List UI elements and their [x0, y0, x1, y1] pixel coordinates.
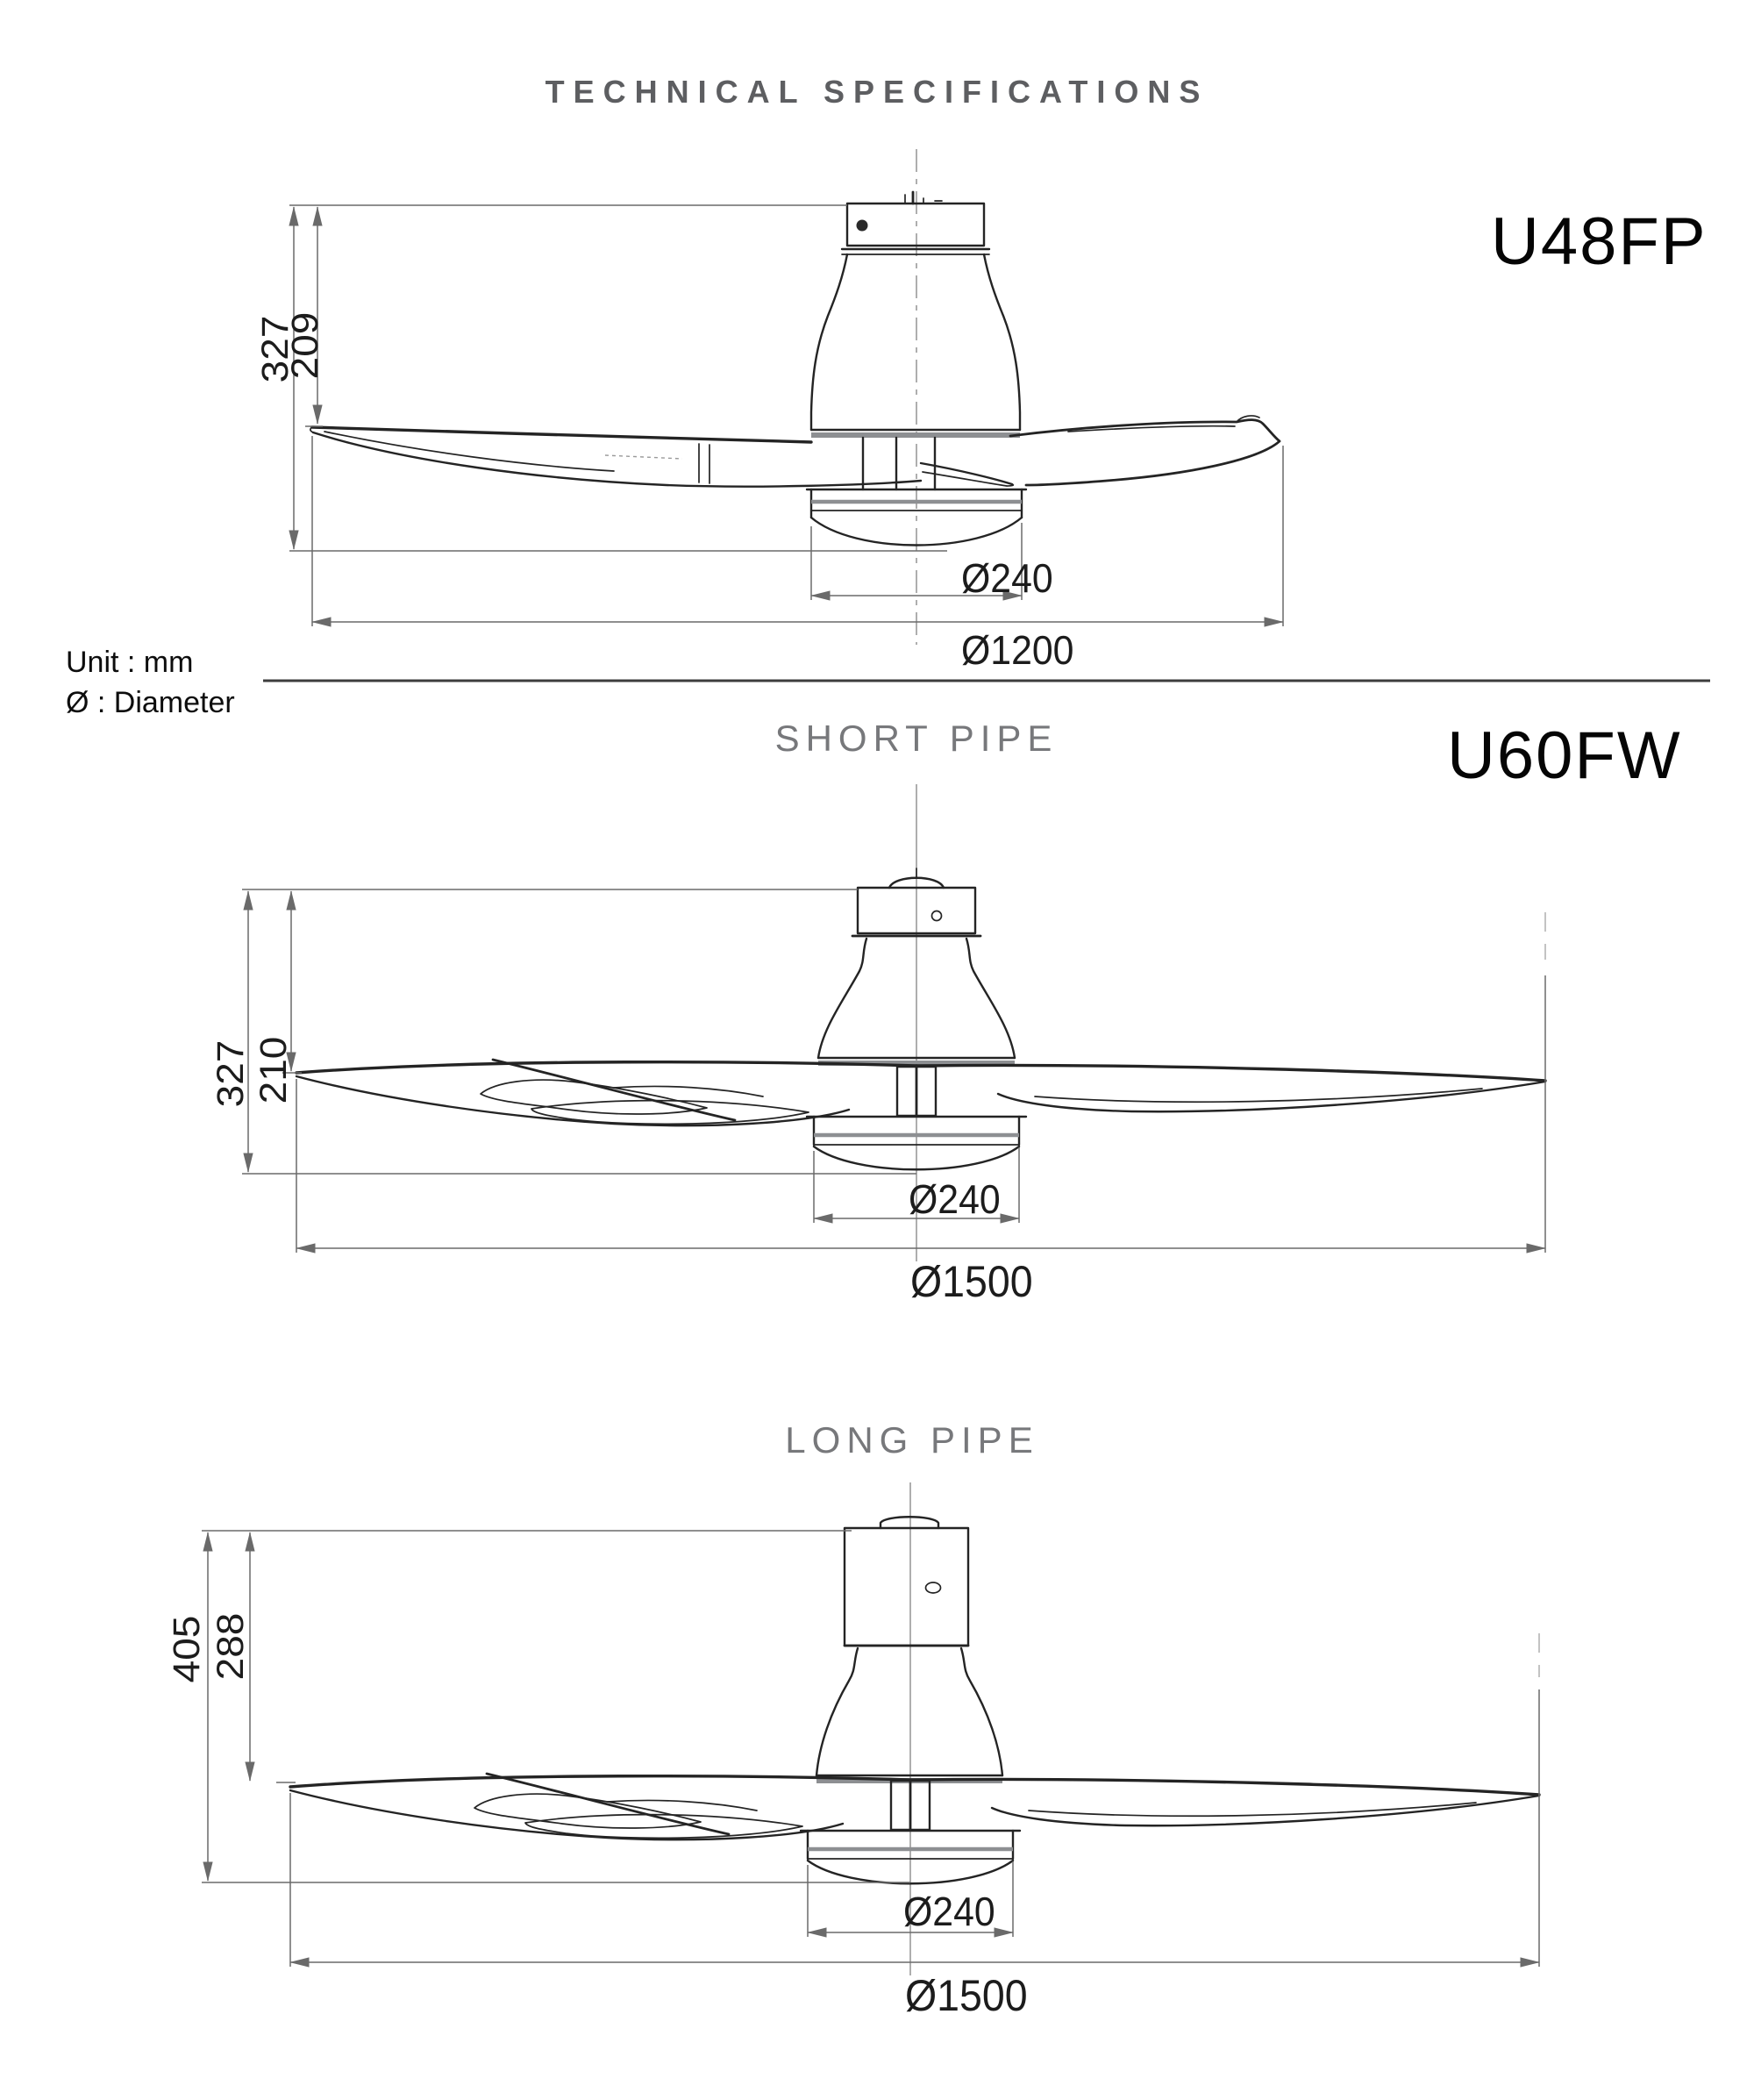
dimensions-u60fw-long	[202, 1530, 1540, 1968]
dimensions-u60fw-short	[242, 889, 1546, 1254]
dim-fan-diameter-short: Ø1500	[910, 1257, 1033, 1306]
fan-drawing-u60fw-long	[290, 1482, 1539, 1975]
unit-note: Unit : mm	[66, 646, 194, 679]
dim-light-diameter-u48fp: Ø240	[961, 555, 1053, 601]
fan-drawing-u48fp	[310, 149, 1281, 645]
dim-fan-diameter-u48fp: Ø1200	[961, 627, 1074, 673]
model-label-u60fw: U60FW	[1447, 718, 1682, 793]
dim-blade-height-u48fp: 209	[282, 311, 326, 380]
dim-light-diameter-short: Ø240	[909, 1176, 1001, 1222]
section-title-long-pipe: LONG PIPE	[785, 1419, 1039, 1461]
dim-total-height-short: 327	[208, 1039, 252, 1108]
dim-blade-height-short: 210	[251, 1036, 295, 1104]
canopy-screw	[856, 219, 868, 232]
canopy-screw	[924, 1582, 942, 1594]
dim-light-diameter-long: Ø240	[903, 1889, 995, 1934]
dimensions-u48fp	[289, 204, 1284, 627]
dim-fan-diameter-long: Ø1500	[905, 1971, 1028, 2020]
page-title: TECHNICAL SPECIFICATIONS	[545, 74, 1209, 110]
model-label-u48fp: U48FP	[1491, 204, 1708, 279]
blade-imprint	[604, 454, 683, 460]
section-title-short-pipe: SHORT PIPE	[774, 718, 1059, 759]
canopy-screw	[930, 910, 943, 922]
dim-total-height-long: 405	[164, 1615, 208, 1683]
fan-drawing-u60fw-short	[296, 784, 1545, 1261]
diameter-note: Ø : Diameter	[66, 686, 235, 719]
dim-blade-height-long: 288	[208, 1612, 252, 1681]
